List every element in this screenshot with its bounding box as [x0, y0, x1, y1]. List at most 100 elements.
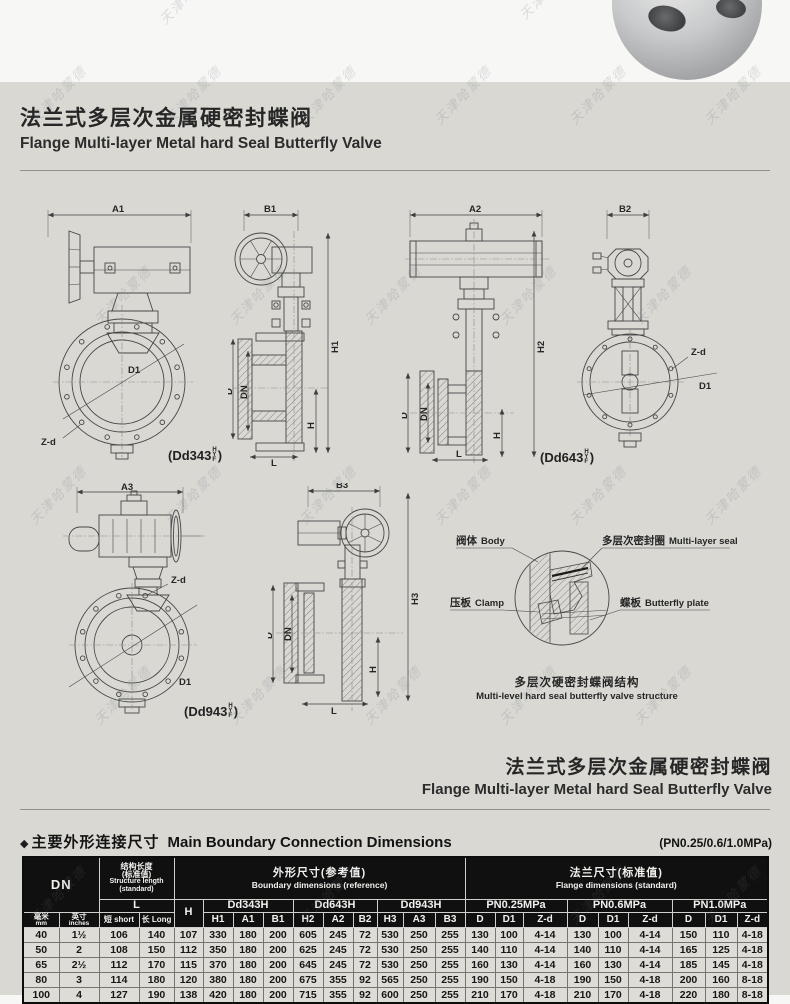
- col-header-dd643h: Dd643H: [292, 898, 378, 913]
- dim-label-l: L: [271, 458, 277, 467]
- table-cell: 645: [292, 957, 324, 973]
- table-cell: 185: [671, 957, 706, 973]
- table-cell: 160: [464, 957, 496, 973]
- dim-label-zd: Z-d: [691, 347, 706, 358]
- dim-label-h2: H2: [536, 341, 547, 353]
- dimensions-table: DN 结构长度 (标准值) Structure length (standard…: [22, 856, 770, 1004]
- drawing-dd643-side-view: A2 H2 D DN H L: [402, 205, 550, 463]
- dim-label-h3: H3: [410, 593, 421, 605]
- table-cell: 4-18: [736, 927, 769, 943]
- section-title-en: Main Boundary Connection Dimensions: [167, 834, 452, 851]
- detail-caption-zh: 多层次硬密封蝶阀结构: [515, 675, 640, 689]
- table-cell: 4-14: [522, 957, 568, 973]
- table-cell: 250: [402, 972, 436, 988]
- table-cell: 72: [352, 942, 378, 958]
- table-cell: 112: [98, 957, 140, 973]
- table-cell: 107: [173, 927, 204, 943]
- table-cell: 210: [566, 987, 599, 1003]
- col-header-pn025: PN0.25MPa: [464, 898, 568, 913]
- drawing-dd943-side-view: B3 H3 D DN H L: [268, 483, 421, 715]
- col-header-dn: DN: [22, 856, 100, 913]
- dim-label-h1: H1: [330, 340, 340, 353]
- dim-label-l: L: [456, 449, 462, 460]
- table-cell: 150: [671, 927, 706, 943]
- table-cell: 4-18: [736, 942, 769, 958]
- col-header-cell: Z-d: [627, 911, 673, 928]
- table-cell: 150: [494, 972, 524, 988]
- table-cell: 625: [292, 942, 324, 958]
- col-header-dd343h: Dd343H: [202, 898, 294, 913]
- col-header-cell: H1: [202, 911, 234, 928]
- col-header-boundary-dimensions: 外形尺寸(参考值) Boundary dimensions (reference…: [173, 856, 466, 900]
- table-cell: 165: [671, 942, 706, 958]
- page-title-zh: 法兰式多层次金属硬密封蝶阀: [20, 107, 313, 130]
- table-cell: 565: [376, 972, 404, 988]
- dim-label-dn: DN: [283, 627, 294, 641]
- table-cell: 255: [434, 942, 466, 958]
- table-cell: 110: [494, 942, 524, 958]
- table-cell: 127: [98, 987, 140, 1003]
- col-header-cell: Z-d: [736, 911, 769, 928]
- table-cell: 140: [138, 927, 175, 943]
- table-cell: 106: [98, 927, 140, 943]
- pressure-rating-note: (PN0.25/0.6/1.0MPa): [659, 836, 772, 850]
- table-cell: 220: [671, 987, 706, 1003]
- dim-label-a2: A2: [469, 205, 481, 215]
- table-cell: 190: [464, 972, 496, 988]
- col-header-cell: Z-d: [522, 911, 568, 928]
- table-cell: 92: [352, 987, 378, 1003]
- diamond-bullet-icon: ◆: [20, 838, 29, 850]
- table-cell: 200: [262, 987, 294, 1003]
- dim-label-h: H: [368, 666, 379, 673]
- table-cell: 245: [322, 942, 354, 958]
- table-cell: 72: [352, 957, 378, 973]
- table-cell: 255: [434, 957, 466, 973]
- title-block: 法兰式多层次金属硬密封蝶阀 Flange Multi-layer Metal h…: [20, 106, 770, 154]
- col-header-l: L: [98, 898, 175, 913]
- dim-label-a1: A1: [112, 205, 125, 215]
- table-cell: 4-18: [627, 972, 673, 988]
- table-cell: 605: [292, 927, 324, 943]
- col-header-long: 长 Long: [138, 911, 175, 928]
- table-cell: 255: [434, 987, 466, 1003]
- table-cell: 100: [494, 927, 524, 943]
- dim-label-b3: B3: [336, 483, 348, 491]
- table-cell: 170: [597, 987, 629, 1003]
- table-cell: 170: [138, 957, 175, 973]
- table-cell: 80: [22, 972, 60, 988]
- table-cell: 200: [262, 942, 294, 958]
- title-divider: [20, 170, 770, 171]
- col-header-cell: B3: [434, 911, 466, 928]
- table-cell: 245: [322, 957, 354, 973]
- detail-caption-en: Multi-level hard seal butterfly valve st…: [476, 691, 678, 702]
- col-header-cell: D: [671, 911, 706, 928]
- col-header-cell: D1: [494, 911, 524, 928]
- col-header-cell: H2: [292, 911, 324, 928]
- table-cell: 100: [597, 927, 629, 943]
- table-cell: 4-18: [627, 987, 673, 1003]
- table-cell: 4-18: [522, 972, 568, 988]
- table-cell: 8-18: [736, 987, 769, 1003]
- dim-label-zd: Z-d: [171, 575, 186, 586]
- table-cell: 355: [322, 972, 354, 988]
- table-cell: 530: [376, 927, 404, 943]
- table-cell: 150: [597, 972, 629, 988]
- table-cell: 180: [138, 972, 175, 988]
- table-cell: 8-18: [736, 972, 769, 988]
- table-cell: 140: [566, 942, 599, 958]
- dim-label-d1: D1: [128, 365, 141, 376]
- section-header: ◆ 主要外形连接尺寸 Main Boundary Connection Dime…: [20, 831, 772, 852]
- table-cell: 180: [232, 957, 264, 973]
- table-header: DN 结构长度 (标准值) Structure length (standard…: [22, 856, 769, 928]
- table-cell: 150: [138, 942, 175, 958]
- col-header-dd943h: Dd943H: [376, 898, 466, 913]
